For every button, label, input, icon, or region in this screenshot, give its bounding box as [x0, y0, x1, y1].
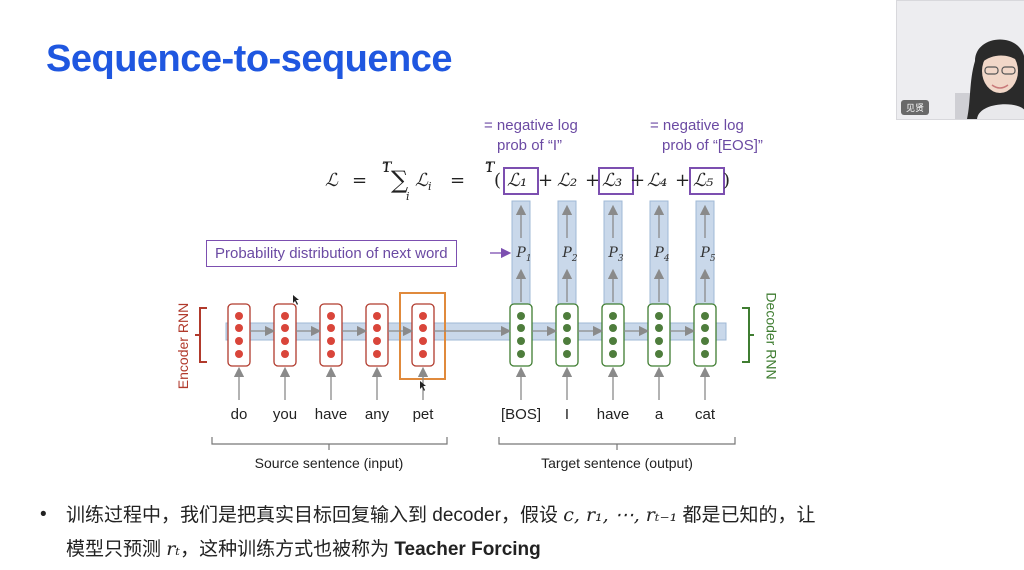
- source-brace: [211, 437, 448, 450]
- source-brace-label: Source sentence (input): [254, 455, 404, 471]
- target-word-1: [BOS]: [500, 406, 542, 423]
- loss-term-1-box: [503, 167, 539, 195]
- annotation-l5-line2: prob of “[EOS]”: [662, 137, 763, 154]
- encoder-cells: [227, 292, 446, 380]
- p-label-2: P2: [562, 245, 578, 264]
- decoder-cells: [509, 303, 717, 367]
- encoder-brace: [195, 307, 207, 363]
- slide-title: Sequence-to-sequence: [46, 38, 453, 80]
- target-word-4: a: [654, 406, 664, 423]
- source-word-2: you: [272, 406, 298, 423]
- li-symbol: ℒ: [415, 170, 428, 191]
- encoder-label: Encoder RNN: [175, 302, 192, 390]
- decoder-brace: [742, 307, 754, 363]
- loss-term-3-box: [598, 167, 634, 195]
- annotation-l1: = negative log prob of “I”: [484, 116, 578, 156]
- fraction-2-num: 1: [485, 160, 494, 176]
- bullet-dot-icon: •: [40, 504, 47, 525]
- loss-symbol: ℒ: [325, 170, 338, 191]
- webcam-name-tag: 见贤: [901, 100, 930, 115]
- target-word-3: have: [596, 406, 630, 423]
- probability-label: Probability distribution of next word: [206, 240, 457, 267]
- source-word-4: any: [364, 406, 390, 423]
- annotation-l5-line1: = negative log: [650, 117, 744, 134]
- bullet-line-1: 训练过程中，我们是把真实目标回复输入到 decoder，假设 c, r₁, ⋯,…: [66, 504, 816, 526]
- fraction-2-den: T: [485, 160, 495, 176]
- source-word-1: do: [230, 406, 248, 423]
- source-word-5: pet: [412, 406, 434, 423]
- loss-term-3: ℒ₃: [602, 170, 623, 191]
- sum-symbol: ∑: [391, 166, 409, 194]
- loss-term-5-box: [689, 167, 725, 195]
- loss-term-5: ℒ₅: [693, 170, 714, 191]
- annotation-l1-line1: = negative log: [484, 117, 578, 134]
- loss-term-2: ℒ₂: [557, 170, 578, 191]
- equals-sign-2: =: [450, 170, 466, 191]
- input-arrows: [233, 366, 711, 400]
- target-brace: [498, 437, 736, 450]
- loss-term-4: ℒ₄: [647, 170, 668, 191]
- p-label-3: P3: [608, 245, 624, 264]
- seq2seq-diagram: [195, 200, 754, 450]
- target-word-5: cat: [694, 406, 716, 423]
- annotation-l5: = negative log prob of “[EOS]”: [650, 116, 763, 156]
- mouse-cursor-icon: [293, 295, 426, 391]
- equals-sign-1: =: [352, 170, 368, 191]
- decoder-neurons: [517, 312, 709, 358]
- p-label-4: P4: [654, 245, 670, 264]
- presenter-avatar-icon: [897, 1, 1024, 119]
- source-word-3: have: [314, 406, 348, 423]
- annotation-l1-line2: prob of “I”: [497, 137, 563, 154]
- fraction-1-den: T: [382, 160, 392, 176]
- fraction-1-num: 1: [382, 160, 391, 176]
- li-subscript: i: [428, 180, 432, 193]
- sum-subscript: i: [406, 190, 410, 203]
- loss-equation: ℒ = 1 T ∑ i ℒ i = 1 T ( ℒ₁ + ℒ₂ + ℒ₃ + ℒ…: [325, 160, 731, 203]
- bullet-line-2: 模型只预测 rₜ，这种训练方式也被称为 Teacher Forcing: [66, 538, 541, 560]
- p-label-5: P5: [700, 245, 716, 264]
- p-label-1: P1: [516, 245, 532, 264]
- webcam-thumbnail: 见贤: [896, 0, 1024, 120]
- target-word-2: I: [564, 406, 570, 423]
- decoder-label: Decoder RNN: [763, 292, 780, 380]
- target-brace-label: Target sentence (output): [541, 455, 693, 471]
- vertical-bands: [511, 200, 715, 332]
- loss-term-1: ℒ₁: [507, 170, 528, 191]
- encoder-neurons: [235, 312, 427, 358]
- output-arrows: [515, 204, 711, 302]
